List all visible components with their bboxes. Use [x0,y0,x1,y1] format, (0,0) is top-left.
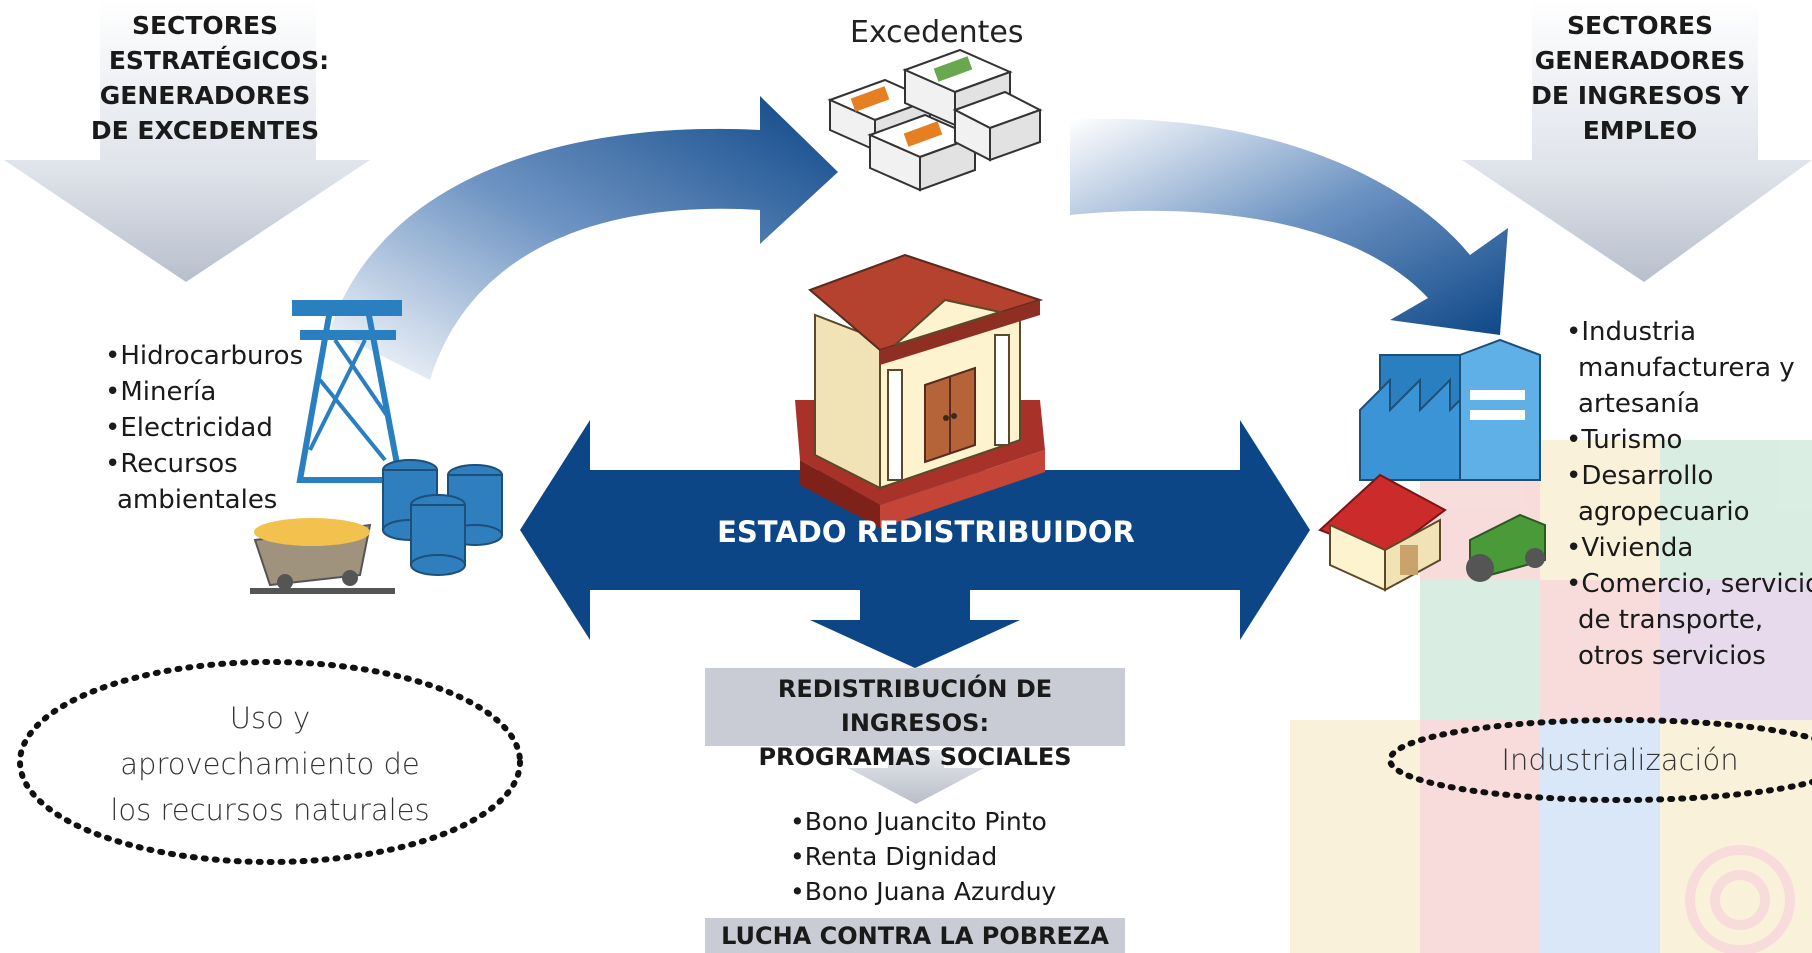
surplus-flow-arrow-right [1070,118,1508,335]
industry-housing-icon [1318,338,1546,592]
list-item: •Electricidad [105,413,273,443]
list-item: otros servicios [1578,641,1766,671]
list-item: •Turismo [1566,425,1683,455]
surplus-flow-arrow-left [330,96,838,380]
social-programs-list: •Bono Juancito Pinto •Renta Dignidad •Bo… [790,804,1056,909]
income-sectors-list: •Industria manufacturera y artesanía •Tu… [1566,314,1812,674]
list-item: •Bono Juancito Pinto [790,807,1047,836]
industrialization-note: Industrialización [1501,743,1739,777]
right-dotted-oval [1387,717,1812,803]
strategic-sectors-heading: SECTORES ESTRATÉGICOS: GENERADORES DE EX… [90,11,330,145]
list-item: agropecuario [1578,497,1750,527]
energy-mining-icon [250,300,503,594]
money-stacks-icon [827,48,1043,192]
list-item: artesanía [1578,389,1700,419]
state-building-icon [795,253,1045,528]
list-item: •Renta Dignidad [790,842,998,871]
list-item: de transporte, [1578,605,1764,635]
list-item: •Bono Juana Azurduy [790,877,1057,906]
list-item: manufacturera y [1578,353,1795,383]
bottom-box-bg [705,918,1125,953]
list-item: •Comercio, servicios [1566,569,1812,599]
list-item: •Recursos [105,449,238,479]
income-sectors-heading: SECTORES GENERADORES DE INGRESOS Y EMPLE… [1531,11,1749,145]
list-item: ambientales [117,485,278,515]
estado-redistribuidor-label: ESTADO REDISTRIBUIDOR [717,515,1135,549]
list-item: •Desarrollo [1566,461,1714,491]
redistribution-box-bg [705,668,1125,746]
redistribution-box: REDISTRIBUCIÓN DE INGRESOS: PROGRAMAS SO… [758,675,1072,771]
list-item: •Hidrocarburos [105,341,304,371]
income-sectors-arrow [1462,0,1812,282]
central-double-arrow [520,420,1310,640]
strategic-sectors-arrow [4,0,370,282]
list-item: •Vivienda [1566,533,1694,563]
programs-arrow [848,750,984,804]
left-dotted-oval [17,659,523,865]
list-item: •Industria [1566,317,1697,347]
strategic-sectors-list: •Hidrocarburos •Minería •Electricidad •R… [105,338,303,518]
poverty-fight-label: LUCHA CONTRA LA POBREZA [721,922,1109,950]
natural-resources-note: Uso y aprovechamiento de los recursos na… [110,701,430,827]
list-item: •Minería [105,377,217,407]
center-down-arrow [810,585,1020,668]
excedentes-label: Excedentes [850,15,1024,50]
